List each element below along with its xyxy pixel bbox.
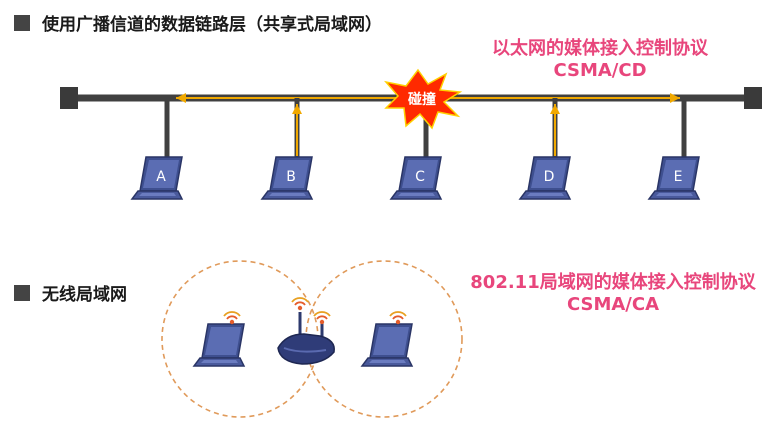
wireless-protocol-name: 802.11局域网的媒体接入控制协议 [470, 272, 756, 293]
wifi-icon [291, 297, 309, 312]
host-a-label: A [156, 169, 166, 185]
bus-terminator-right [744, 87, 762, 109]
bullet-square-icon [14, 284, 30, 301]
collision-burst-icon: 碰撞 [384, 68, 463, 130]
wired-protocol-name: 以太网的媒体接入控制协议 [492, 38, 708, 59]
bullet-square-icon [14, 14, 30, 31]
wired-protocol-acronym: CSMA/CD [553, 60, 647, 81]
access-point-icon [277, 312, 335, 365]
host-b-label: B [286, 169, 296, 185]
wireless-laptop-left [193, 323, 245, 367]
host-e: E [648, 156, 700, 200]
host-e-label: E [674, 169, 683, 185]
laptop-icon [193, 323, 245, 367]
wireless-laptop-right [361, 323, 413, 367]
wireless-section-title: 无线局域网 [42, 285, 127, 305]
wireless-protocol-label: 802.11局域网的媒体接入控制协议 CSMA/CA [448, 272, 778, 316]
laptop-icon [361, 323, 413, 367]
sender-uplinks [292, 104, 560, 156]
host-b: B [261, 156, 313, 200]
host-d: D [519, 156, 571, 200]
wireless-protocol-acronym: CSMA/CA [566, 294, 660, 315]
wifi-icon [389, 311, 407, 326]
wireless-section-heading: 无线局域网 [14, 280, 127, 305]
wifi-icon [223, 311, 241, 326]
host-c: C [390, 156, 442, 200]
wired-section-heading: 使用广播信道的数据链路层（共享式局域网） [14, 10, 382, 35]
collision-label: 碰撞 [408, 91, 436, 108]
wired-section-title: 使用广播信道的数据链路层（共享式局域网） [42, 15, 382, 35]
host-c-label: C [415, 169, 425, 185]
host-d-label: D [544, 169, 555, 185]
bus-terminator-left [60, 87, 78, 109]
wired-protocol-label: 以太网的媒体接入控制协议 CSMA/CD [470, 38, 730, 82]
host-a: A [131, 156, 183, 200]
